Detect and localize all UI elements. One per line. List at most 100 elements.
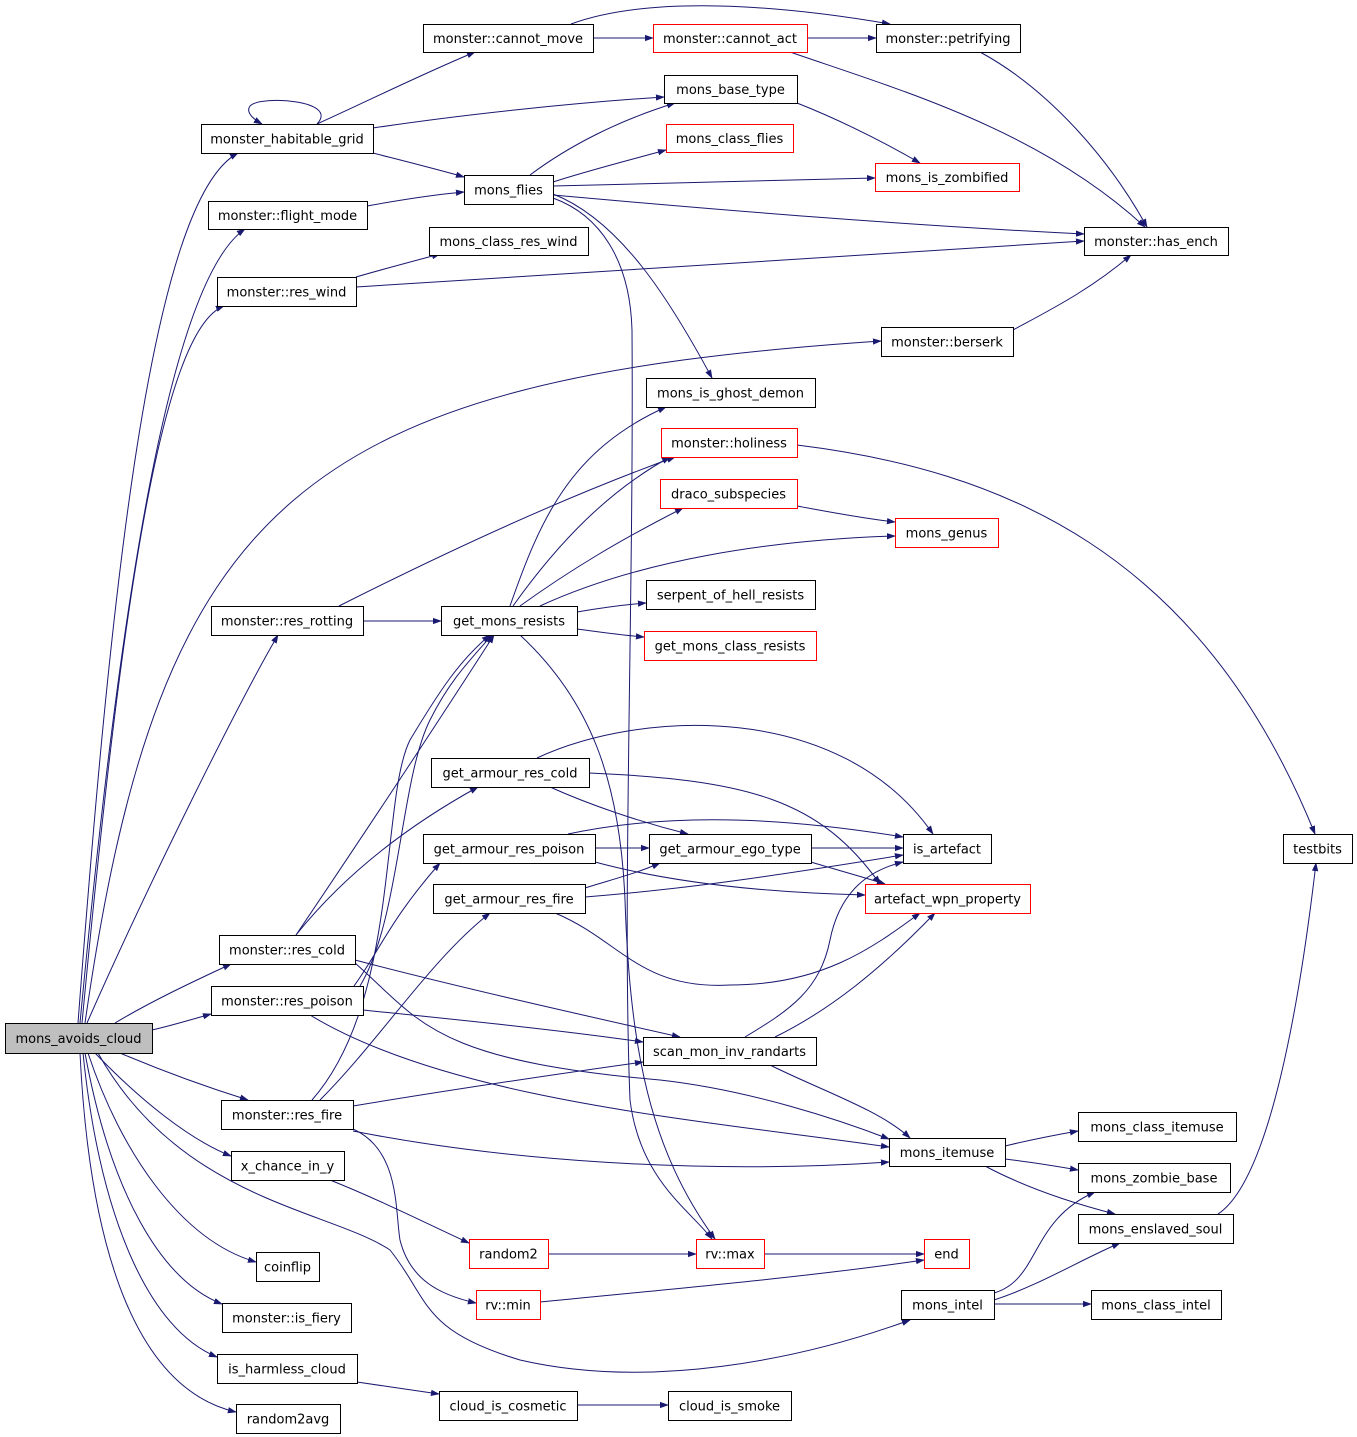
node-monster-res-rotting[interactable]: monster::res_rotting (211, 606, 364, 636)
node-monster-res-wind[interactable]: monster::res_wind (217, 277, 357, 307)
node-rv-min[interactable]: rv::min (476, 1290, 541, 1320)
node-label: get_armour_ego_type (659, 843, 800, 858)
node-box (439, 1391, 578, 1421)
node-label: monster::is_fiery (232, 1312, 341, 1327)
node-mons-itemuse[interactable]: mons_itemuse (889, 1138, 1006, 1167)
edge-scan-mon-inv-randarts-to-mons-itemuse (769, 1064, 911, 1139)
edge-monster-habitable-grid-to-monster-cannot-move (316, 51, 476, 125)
node-monster-berserk[interactable]: monster::berserk (881, 327, 1014, 357)
node-x-chance-in-y[interactable]: x_chance_in_y (231, 1151, 345, 1181)
node-box (476, 1290, 541, 1320)
node-label: monster::berserk (891, 336, 1003, 351)
edge-monster-res-poison-to-get-mons-resists (359, 634, 493, 987)
node-is-harmless-cloud[interactable]: is_harmless_cloud (217, 1354, 358, 1384)
node-monster-petrifying[interactable]: monster::petrifying (876, 24, 1021, 53)
node-rv-max[interactable]: rv::max (696, 1239, 765, 1269)
node-mons-is-ghost-demon[interactable]: mons_is_ghost_demon (646, 378, 816, 408)
node-cloud-is-cosmetic[interactable]: cloud_is_cosmetic (439, 1391, 578, 1421)
node-mons-genus[interactable]: mons_genus (895, 518, 999, 548)
node-mons-class-itemuse[interactable]: mons_class_itemuse (1078, 1112, 1237, 1142)
node-label: monster::res_rotting (221, 615, 353, 630)
edge-mons-avoids-cloud-to-random2avg (79, 1052, 237, 1414)
node-box (924, 1239, 970, 1269)
edge-get-armour-res-fire-to-is-artefact (584, 853, 904, 898)
node-mons-avoids-cloud[interactable]: mons_avoids_cloud (5, 1023, 153, 1054)
node-mons-class-res-wind[interactable]: mons_class_res_wind (429, 227, 589, 256)
node-monster-holiness[interactable]: monster::holiness (661, 428, 798, 458)
node-get-armour-res-fire[interactable]: get_armour_res_fire (433, 884, 586, 914)
node-box (889, 1138, 1006, 1167)
node-box (1078, 1214, 1234, 1244)
node-monster-habitable-grid[interactable]: monster_habitable_grid (201, 124, 374, 154)
node-coinflip[interactable]: coinflip (256, 1252, 320, 1282)
node-is-artefact[interactable]: is_artefact (903, 834, 992, 864)
node-get-armour-ego-type[interactable]: get_armour_ego_type (649, 834, 812, 864)
edge-monster-res-fire-to-get-armour-res-fire (319, 912, 491, 1101)
node-box (211, 986, 364, 1016)
edge-get-armour-ego-type-to-artefact-wpn-property (810, 861, 886, 885)
node-mons-base-type[interactable]: mons_base_type (664, 75, 798, 104)
node-monster-flight-mode[interactable]: monster::flight_mode (208, 201, 368, 230)
node-monster-res-fire[interactable]: monster::res_fire (221, 1100, 354, 1130)
node-random2[interactable]: random2 (469, 1239, 549, 1269)
edge-monster-cannot-move-to-monster-petrifying (570, 5, 891, 26)
node-box (208, 201, 368, 230)
node-get-mons-resists[interactable]: get_mons_resists (441, 606, 578, 636)
node-testbits[interactable]: testbits (1283, 834, 1353, 864)
node-monster-cannot-move[interactable]: monster::cannot_move (423, 24, 594, 53)
node-box (431, 758, 590, 788)
edge-monster-habitable-grid-to-mons-flies (372, 152, 465, 178)
node-draco-subspecies[interactable]: draco_subspecies (660, 479, 798, 509)
node-box (1078, 1112, 1237, 1142)
node-get-mons-class-resists[interactable]: get_mons_class_resists (644, 631, 817, 661)
node-mons-class-intel[interactable]: mons_class_intel (1091, 1290, 1222, 1320)
node-end[interactable]: end (924, 1239, 970, 1269)
node-mons-enslaved-soul[interactable]: mons_enslaved_soul (1078, 1214, 1234, 1244)
node-mons-flies[interactable]: mons_flies (464, 175, 554, 205)
edge-mons-flies-to-mons-base-type (529, 102, 676, 176)
edge-mons-flies-to-mons-class-flies (552, 149, 667, 183)
edge-draco-subspecies-to-mons-genus (796, 505, 896, 525)
node-monster-res-cold[interactable]: monster::res_cold (219, 935, 356, 965)
node-mons-intel[interactable]: mons_intel (901, 1290, 995, 1320)
edge-mons-avoids-cloud-to-monster-res-poison (151, 1013, 212, 1031)
edge-get-armour-res-cold-to-get-armour-ego-type (549, 786, 689, 836)
node-random2avg[interactable]: random2avg (236, 1404, 341, 1434)
edge-mons-avoids-cloud-to-monster-berserk (84, 338, 882, 1024)
node-scan-mon-inv-randarts[interactable]: scan_mon_inv_randarts (643, 1037, 817, 1066)
node-box (256, 1252, 320, 1282)
node-box (441, 606, 578, 636)
node-label: is_artefact (913, 843, 981, 858)
node-get-armour-res-cold[interactable]: get_armour_res_cold (431, 758, 590, 788)
node-monster-has-ench[interactable]: monster::has_ench (1084, 227, 1229, 256)
node-mons-is-zombified[interactable]: mons_is_zombified (875, 163, 1020, 192)
node-label: monster::cannot_act (663, 32, 797, 47)
node-label: mons_genus (906, 527, 988, 542)
edge-monster-res-fire-to-rv-min (352, 1128, 477, 1305)
node-box (201, 124, 374, 154)
node-get-armour-res-poison[interactable]: get_armour_res_poison (423, 834, 596, 864)
node-mons-zombie-base[interactable]: mons_zombie_base (1078, 1163, 1231, 1193)
node-label: is_harmless_cloud (228, 1363, 346, 1378)
node-artefact-wpn-property[interactable]: artefact_wpn_property (865, 884, 1031, 914)
edge-get-armour-res-poison-to-artefact-wpn-property (594, 861, 866, 898)
node-box (901, 1290, 995, 1320)
node-serpent-of-hell-resists[interactable]: serpent_of_hell_resists (646, 580, 816, 610)
node-label: mons_itemuse (900, 1146, 995, 1161)
node-monster-is-fiery[interactable]: monster::is_fiery (222, 1303, 352, 1333)
edge-mons-flies-to-mons-is-ghost-demon (552, 193, 713, 379)
edge-monster-res-wind-to-monster-has-ench (355, 238, 1085, 288)
node-mons-class-flies[interactable]: mons_class_flies (666, 124, 794, 153)
node-cloud-is-smoke[interactable]: cloud_is_smoke (668, 1391, 792, 1421)
edge-mons-avoids-cloud-to-monster-res-fire (119, 1052, 249, 1101)
node-box (236, 1404, 341, 1434)
node-label: mons_class_flies (676, 132, 784, 147)
edge-get-mons-resists-to-get-mons-class-resists (576, 628, 645, 640)
node-label: mons_avoids_cloud (15, 1032, 141, 1047)
node-label: monster::cannot_move (433, 32, 583, 47)
node-monster-res-poison[interactable]: monster::res_poison (211, 986, 364, 1016)
node-monster-cannot-act[interactable]: monster::cannot_act (653, 24, 808, 53)
edge-mons-avoids-cloud-to-is-harmless-cloud (82, 1052, 218, 1358)
